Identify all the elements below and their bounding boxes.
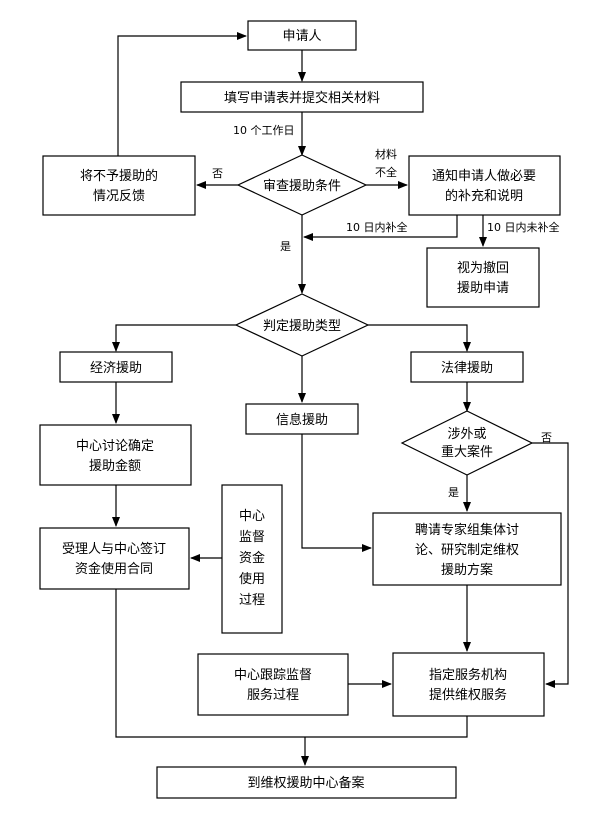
node-track-line-2: 服务过程 [247, 687, 299, 703]
label-ten-days: 10 个工作日 [233, 124, 295, 137]
node-experts-line-3: 援助方案 [441, 562, 493, 578]
label-material-line-1: 材料 [375, 147, 397, 161]
node-assign-line-1: 指定服务机构 [429, 667, 507, 683]
node-notify: 通知申请人做必要 的补充和说明 [408, 155, 561, 216]
node-supervise-funds-line-2: 监督 [239, 530, 265, 545]
node-experts-line-2: 论、研究制定维权 [415, 542, 519, 558]
node-economic: 经济援助 [59, 351, 173, 383]
node-discuss: 中心讨论确定 援助金额 [39, 424, 192, 486]
node-feedback-line-2: 情况反馈 [93, 189, 145, 204]
node-assign: 指定服务机构 提供维权服务 [392, 652, 545, 717]
edge-labels: 10 个工作日 否 材料 不全 10 日内补全 10 日内未补全 是 是 否 [212, 124, 560, 499]
label-material-line-2: 不全 [375, 165, 397, 179]
node-applicant: 申请人 [247, 20, 357, 51]
node-feedback: 将不予援助的 情况反馈 [42, 155, 196, 216]
node-withdraw-line-2: 援助申请 [457, 281, 509, 296]
node-record-label: 到维权援助中心备案 [247, 775, 364, 791]
label-incomplete-in-10: 10 日内未补全 [487, 220, 560, 234]
node-fill-form-label: 填写申请表并提交相关材料 [224, 90, 380, 106]
node-supervise-funds-line-1: 中心 [239, 509, 265, 524]
node-track-line-1: 中心跟踪监督 [234, 668, 312, 683]
node-foreign-line-2: 重大案件 [441, 444, 493, 460]
node-experts-line-1: 聘请专家组集体讨 [415, 522, 519, 538]
label-no-2: 否 [541, 431, 552, 444]
node-record: 到维权援助中心备案 [156, 766, 457, 799]
label-yes-2: 是 [448, 486, 459, 499]
node-supervise-funds: 中心 监督 资金 使用 过程 [221, 484, 283, 634]
node-supervise-funds-line-3: 资金 [239, 550, 265, 566]
node-applicant-label: 申请人 [282, 29, 321, 44]
node-info-label: 信息援助 [276, 412, 328, 428]
label-no: 否 [212, 167, 223, 180]
node-feedback-line-1: 将不予援助的 [80, 168, 158, 184]
node-notify-line-1: 通知申请人做必要 [432, 168, 536, 184]
node-review: 审查援助条件 [236, 154, 368, 216]
node-economic-label: 经济援助 [90, 361, 142, 376]
edge-info-to-experts [301, 434, 372, 552]
edge-judge-to-economic [112, 324, 236, 352]
edges [112, 32, 569, 766]
node-track: 中心跟踪监督 服务过程 [197, 653, 349, 716]
node-legal-label: 法律援助 [441, 361, 493, 376]
node-supervise-funds-line-5: 过程 [239, 593, 265, 608]
node-discuss-line-1: 中心讨论确定 [76, 439, 154, 454]
node-foreign: 涉外或 重大案件 [400, 410, 534, 476]
node-contract-line-2: 资金使用合同 [75, 561, 153, 577]
edge-notify-complete [303, 215, 458, 241]
node-judge-type-label: 判定援助类型 [263, 319, 341, 334]
node-fill-form: 填写申请表并提交相关材料 [180, 81, 424, 113]
node-contract-line-1: 受理人与中心签订 [62, 541, 166, 557]
edge-contract-to-merge [115, 589, 468, 738]
node-review-label: 审查援助条件 [263, 178, 341, 194]
edge-judge-to-legal [368, 324, 471, 352]
node-withdraw-line-1: 视为撤回 [457, 260, 509, 276]
node-assign-line-2: 提供维权服务 [429, 687, 507, 703]
label-yes: 是 [280, 240, 291, 253]
node-notify-line-2: 的补充和说明 [445, 188, 523, 204]
node-discuss-line-2: 援助金额 [89, 458, 141, 474]
node-supervise-funds-line-4: 使用 [239, 571, 265, 587]
node-legal: 法律援助 [410, 351, 524, 383]
node-info: 信息援助 [245, 403, 359, 435]
node-withdraw: 视为撤回 援助申请 [426, 247, 540, 308]
node-foreign-line-1: 涉外或 [447, 427, 486, 442]
node-contract: 受理人与中心签订 资金使用合同 [39, 527, 190, 590]
label-complete-in-10: 10 日内补全 [346, 220, 408, 234]
edge-foreign-to-assign [532, 442, 569, 688]
node-judge-type: 判定援助类型 [234, 293, 370, 357]
node-experts: 聘请专家组集体讨 论、研究制定维权 援助方案 [372, 512, 562, 586]
edge-feedback-to-applicant [117, 32, 247, 156]
